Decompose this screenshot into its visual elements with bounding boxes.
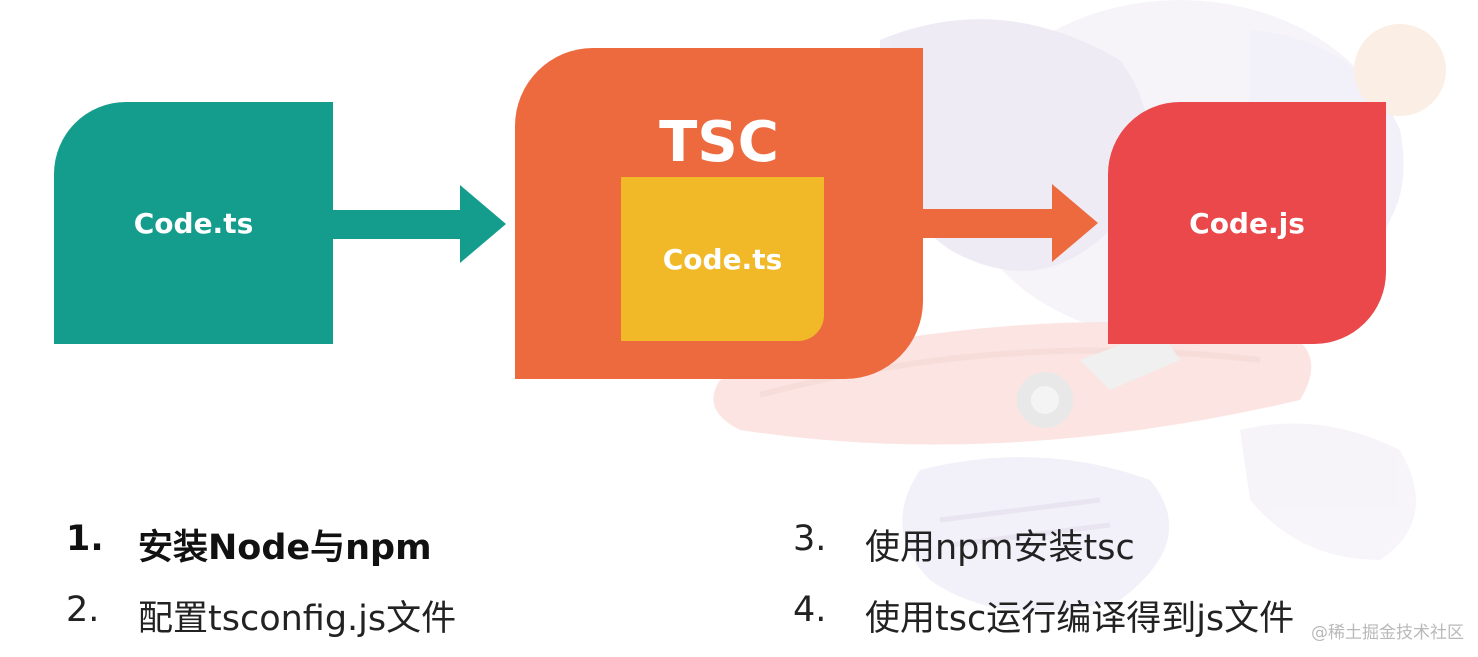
source-code-box: Code.ts bbox=[54, 102, 333, 344]
step-number: 2. bbox=[66, 590, 100, 630]
inner-code-label: Code.ts bbox=[662, 242, 783, 276]
arrow-right-icon bbox=[330, 185, 506, 263]
watermark: @稀土掘金技术社区 bbox=[1311, 623, 1464, 643]
source-code-label: Code.ts bbox=[133, 206, 254, 240]
step-text: 使用npm安装tsc bbox=[865, 528, 1135, 568]
step-text: 配置tsconfig.js文件 bbox=[138, 599, 457, 639]
output-code-label: Code.js bbox=[1189, 206, 1305, 240]
step-text: 安装Node与npm bbox=[138, 528, 432, 568]
arrow-right-icon bbox=[921, 184, 1098, 262]
compiler-title: TSC bbox=[659, 110, 779, 175]
step-text: 使用tsc运行编译得到js文件 bbox=[865, 599, 1295, 639]
inner-code-box: Code.ts bbox=[621, 177, 824, 341]
step-number: 1. bbox=[66, 519, 104, 559]
step-number: 3. bbox=[793, 519, 827, 559]
step-number: 4. bbox=[793, 590, 827, 630]
output-code-box: Code.js bbox=[1108, 102, 1386, 344]
